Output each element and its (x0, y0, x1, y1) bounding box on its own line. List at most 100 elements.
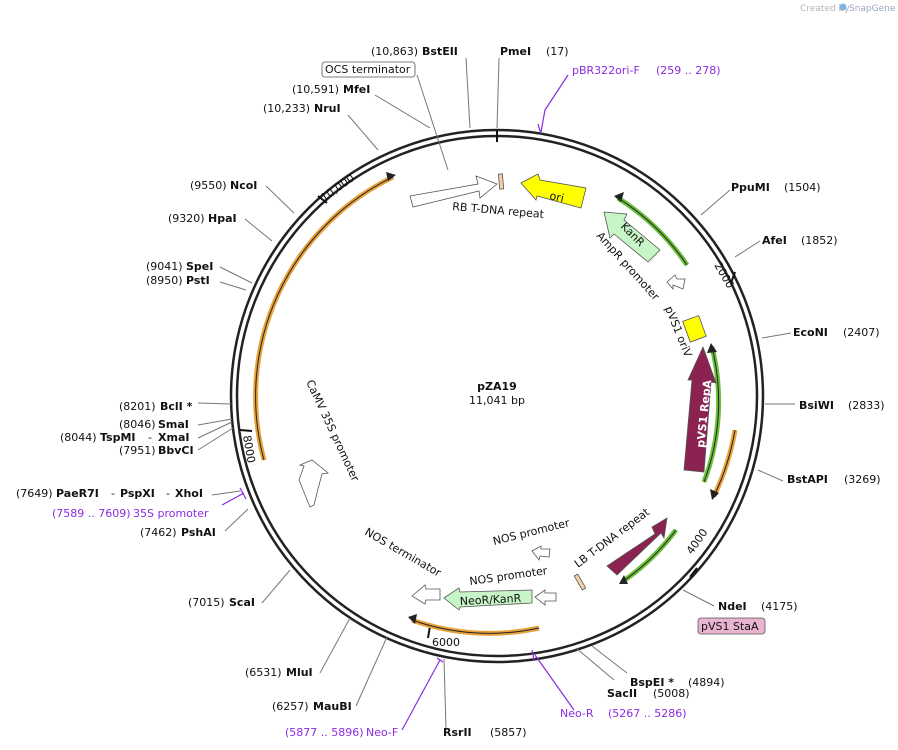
site-ncoi: (9550) NcoI (190, 179, 257, 192)
svg-text:pVS1 StaA: pVS1 StaA (701, 620, 759, 633)
svg-text:BstEII: BstEII (422, 45, 458, 58)
tick-label-10000: 10,000 (318, 171, 357, 204)
svg-text:BclI *: BclI * (160, 400, 193, 413)
nos-promoter-arrow-2 (534, 589, 557, 606)
credit-app: SnapGene (849, 4, 896, 14)
svg-text:(7649): (7649) (16, 487, 53, 500)
orf-arc-left-head (386, 172, 396, 181)
svg-text:35S promoter: 35S promoter (133, 507, 209, 520)
svg-text:-: - (111, 487, 115, 500)
lb-tdna-arrow (606, 517, 668, 576)
primer-markers (221, 74, 575, 731)
primer-neor-leader (534, 654, 575, 711)
site-bbvci: (7951) BbvCI (119, 444, 194, 457)
rb-tdna-bar (497, 173, 505, 190)
svg-text:(8046): (8046) (119, 418, 156, 431)
site-spei: (9041) SpeI (146, 260, 213, 273)
site-paer7i-pspxi-xhoi: (7649) PaeR7I - PspXI - XhoI (16, 487, 203, 500)
svg-text:(1852): (1852) (801, 234, 838, 247)
svg-text:Neo-F: Neo-F (366, 726, 398, 739)
site-pmei: PmeI (17) (500, 45, 569, 58)
svg-text:(3269): (3269) (844, 473, 881, 486)
svg-text:BsiWI: BsiWI (799, 399, 834, 412)
svg-text:AfeI: AfeI (762, 234, 787, 247)
svg-text:EcoNI: EcoNI (793, 326, 828, 339)
svg-text:(259 .. 278): (259 .. 278) (656, 64, 721, 77)
svg-text:-: - (148, 431, 152, 444)
svg-text:(7462): (7462) (140, 526, 177, 539)
site-rsrii: RsrII (5857) (443, 726, 527, 739)
svg-text:(10,233): (10,233) (263, 102, 310, 115)
oriv-box (682, 315, 707, 343)
svg-text:XmaI: XmaI (158, 431, 189, 444)
svg-text:SmaI: SmaI (158, 418, 189, 431)
site-leader-lines (197, 57, 795, 730)
svg-text:(9320): (9320) (168, 212, 205, 225)
site-afei: AfeI (1852) (762, 234, 838, 247)
tick-8000 (239, 429, 253, 432)
svg-text:(9550): (9550) (190, 179, 227, 192)
svg-text:(5008): (5008) (653, 687, 690, 700)
svg-text:PshAI: PshAI (181, 526, 216, 539)
primer-pbr322-mark (537, 123, 542, 135)
label-ori: ori (548, 189, 565, 205)
primer-neof-leader (401, 659, 441, 731)
primer-neo-r: Neo-R (5267 .. 5286) (560, 707, 687, 720)
repa-arrow (683, 345, 717, 473)
svg-text:(6257): (6257) (272, 700, 309, 713)
site-bcli: (8201) BclI * (119, 400, 193, 413)
kanr-arrow (603, 211, 661, 263)
site-sacii: SacII (5008) (607, 687, 690, 700)
primer-neo-f: (5877 .. 5896) Neo-F (285, 726, 398, 739)
snapgene-logo-icon (839, 3, 847, 11)
svg-text:HpaI: HpaI (208, 212, 237, 225)
site-mfei: (10,591) MfeI (292, 83, 370, 96)
primer-pbr322-leader (540, 74, 569, 133)
site-hpai: (9320) HpaI (168, 212, 237, 225)
svg-text:BspEI *: BspEI * (630, 676, 674, 689)
svg-text:(8950): (8950) (146, 274, 183, 287)
site-bsteii: (10,863) BstEII (371, 45, 458, 58)
svg-text:(2407): (2407) (843, 326, 880, 339)
site-psti: (8950) PstI (146, 274, 210, 287)
site-smai: (8046) SmaI (119, 418, 189, 431)
svg-text:BstAPI: BstAPI (787, 473, 828, 486)
svg-text:-: - (166, 487, 170, 500)
svg-text:(7589 .. 7609): (7589 .. 7609) (52, 507, 131, 520)
svg-text:(7951): (7951) (119, 444, 156, 457)
site-ndei: NdeI (4175) (718, 600, 798, 613)
site-bsiwi: BsiWI (2833) (799, 399, 885, 412)
tick-4000 (689, 567, 698, 578)
tick-label-8000: 8000 (240, 434, 258, 464)
plasmid-name: pZA19 (477, 380, 517, 393)
svg-text:PpuMI: PpuMI (731, 181, 770, 194)
primer-pbr322ori-f: pBR322ori-F (259 .. 278) (572, 64, 721, 77)
svg-text:NdeI: NdeI (718, 600, 747, 613)
site-tspmi-xmai: (8044) TspMI - XmaI (60, 431, 189, 444)
svg-text:NcoI: NcoI (230, 179, 257, 192)
svg-text:MauBI: MauBI (313, 700, 352, 713)
svg-text:(10,591): (10,591) (292, 83, 339, 96)
svg-text:ScaI: ScaI (229, 596, 255, 609)
primer-35s-promoter: (7589 .. 7609) 35S promoter (52, 507, 209, 520)
svg-text:(7015): (7015) (188, 596, 225, 609)
site-ppumi: PpuMI (1504) (731, 181, 821, 194)
svg-text:BbvCI: BbvCI (158, 444, 194, 457)
site-mlui: (6531) MluI (245, 666, 313, 679)
svg-text:(9041): (9041) (146, 260, 183, 273)
site-bspei: BspEI * (4894) (630, 676, 725, 689)
svg-text:(4175): (4175) (761, 600, 798, 613)
tick-label-6000: 6000 (432, 636, 460, 649)
svg-text:PmeI: PmeI (500, 45, 531, 58)
site-pshai: (7462) PshAI (140, 526, 216, 539)
neor-kanr-arrow (443, 587, 533, 611)
nos-promoter-arrow-1 (531, 545, 551, 561)
svg-text:OCS terminator: OCS terminator (325, 63, 411, 76)
site-nrui: (10,233) NruI (263, 102, 341, 115)
site-scai: (7015) ScaI (188, 596, 255, 609)
label-neor-kanr: NeoR/KanR (459, 592, 521, 608)
ampr-promoter-arrow (666, 274, 686, 291)
svg-text:NruI: NruI (314, 102, 341, 115)
svg-text:(4894): (4894) (688, 676, 725, 689)
